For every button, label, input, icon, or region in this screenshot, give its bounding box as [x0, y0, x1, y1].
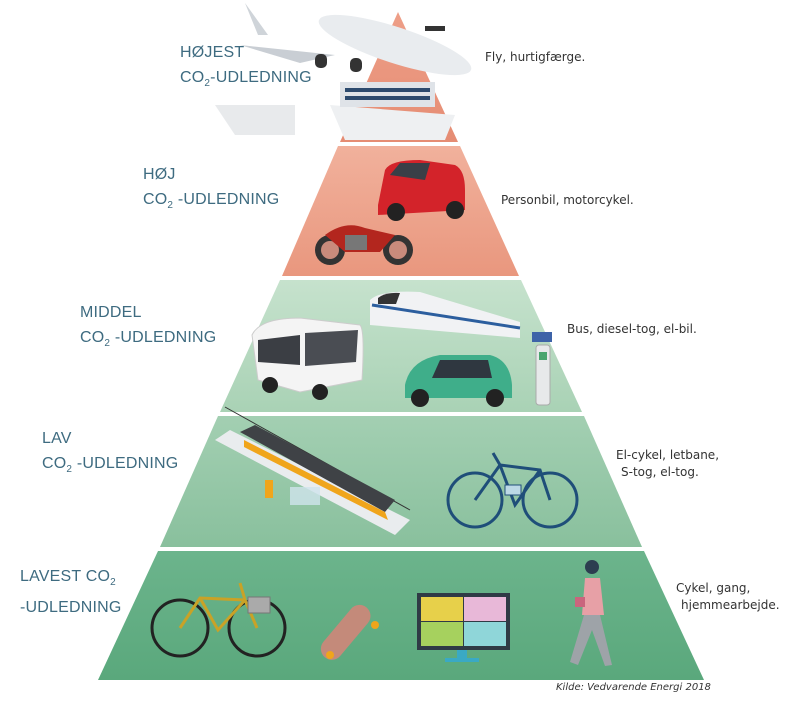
description-line2: S-tog, el-tog.: [621, 465, 699, 479]
level-label-line2: -UDLEDNING: [20, 599, 122, 616]
level-label-line1: HØJ: [143, 166, 176, 183]
udledning-text: -UDLEDNING: [210, 69, 312, 86]
description-lowest: Cykel, gang, hjemmearbejde.: [676, 580, 780, 614]
level-label-highest: HØJEST CO2-UDLEDNING: [180, 40, 312, 96]
subscript: 2: [66, 464, 73, 475]
level-label-line1: LAVEST CO2: [20, 564, 122, 595]
level-label-line2: CO2 -UDLEDNING: [80, 325, 216, 356]
subscript: 2: [204, 78, 211, 89]
electric-bicycle-icon: [446, 452, 579, 529]
walking-person-icon: [570, 560, 612, 666]
subscript: 2: [110, 577, 116, 588]
skateboard-icon: [320, 604, 379, 660]
lavest-co-text: LAVEST CO: [20, 568, 111, 585]
co-text: CO: [80, 329, 105, 346]
video-call-monitor-icon: [417, 593, 510, 662]
description-high: Personbil, motorcykel.: [501, 193, 634, 207]
tier-5-lowest: [98, 551, 704, 680]
level-label-line1: HØJEST: [180, 44, 245, 61]
bicycle-icon: [150, 582, 287, 658]
level-label-line1: LAV: [42, 430, 72, 447]
train-icon: [370, 291, 521, 338]
level-label-low: LAV CO2 -UDLEDNING: [42, 426, 178, 482]
light-rail-icon: [215, 406, 411, 535]
source-credit: Kilde: Vedvarende Energi 2018: [556, 682, 711, 693]
charging-station-icon: [532, 332, 552, 406]
co-text: CO: [42, 455, 67, 472]
description-low: El-cykel, letbane, S-tog, el-tog.: [616, 447, 719, 481]
description-medium: Bus, diesel-tog, el-bil.: [567, 322, 697, 336]
level-label-high: HØJ CO2 -UDLEDNING: [143, 162, 279, 218]
motorcycle-icon: [315, 225, 413, 265]
udledning-text: -UDLEDNING: [110, 329, 217, 346]
level-label-line2: CO2 -UDLEDNING: [143, 187, 279, 218]
cruise-ship-icon: [215, 82, 455, 140]
udledning-text: -UDLEDNING: [72, 455, 179, 472]
description-line1: Cykel, gang,: [676, 581, 751, 595]
bus-icon: [251, 317, 364, 400]
level-label-line2: CO2-UDLEDNING: [180, 65, 312, 96]
udledning-text: -UDLEDNING: [173, 191, 280, 208]
level-label-medium: MIDDEL CO2 -UDLEDNING: [80, 300, 216, 356]
co-text: CO: [180, 69, 205, 86]
description-highest: Fly, hurtigfærge.: [485, 50, 586, 64]
car-icon: [378, 160, 465, 221]
airplane-icon: [240, 3, 472, 76]
co-text: CO: [143, 191, 168, 208]
description-line2: hjemmearbejde.: [681, 598, 780, 612]
subscript: 2: [167, 200, 174, 211]
subscript: 2: [104, 338, 111, 349]
electric-car-icon: [405, 355, 512, 407]
level-label-line2: CO2 -UDLEDNING: [42, 451, 178, 482]
description-line1: El-cykel, letbane,: [616, 448, 720, 462]
level-label-line1: MIDDEL: [80, 304, 142, 321]
level-label-lowest: LAVEST CO2 -UDLEDNING: [20, 564, 122, 620]
